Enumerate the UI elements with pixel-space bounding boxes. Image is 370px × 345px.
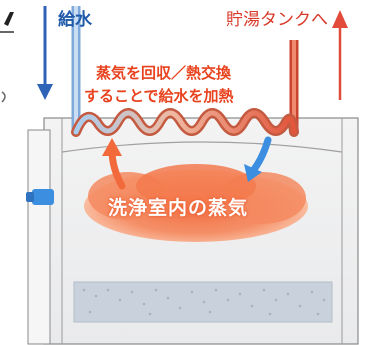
nozzle-icon	[26, 189, 54, 205]
condensate-down-arrow-icon	[244, 136, 272, 182]
water-feed-label: 給水	[58, 10, 92, 30]
to-tank-label: 貯湯タンクへ	[226, 10, 328, 30]
caption-line-2: することで給水を加熱	[84, 87, 234, 105]
heat-exchanger-coil	[71, 108, 299, 137]
dish-rack	[73, 281, 333, 323]
steam-up-arrow-icon	[102, 138, 126, 190]
caption-line-1: 蒸気を回収／熱交換	[96, 64, 232, 82]
feed-arrow-icon	[37, 6, 53, 100]
left-edge-fragment	[0, 12, 14, 103]
steam-label: 洗浄室内の蒸気	[108, 197, 249, 219]
tank-arrow-icon	[332, 10, 348, 100]
steam-cloud	[84, 164, 308, 242]
